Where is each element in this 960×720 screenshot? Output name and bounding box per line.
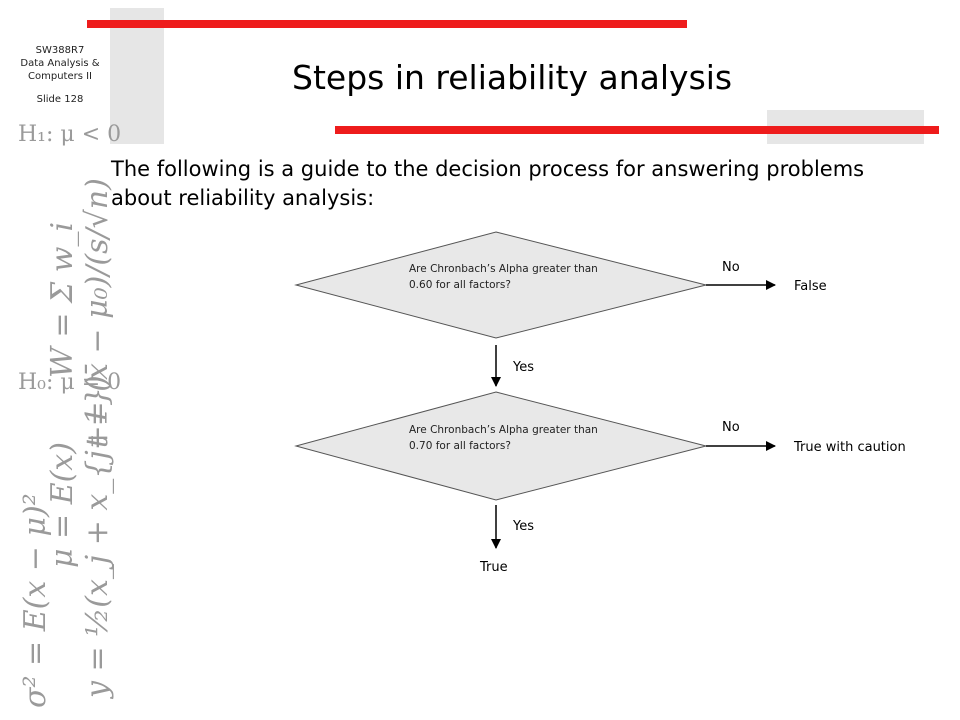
outcome-true-with-caution: True with caution (794, 440, 906, 455)
slide-title: Steps in reliability analysis (292, 58, 733, 97)
course-name-line2: Computers II (28, 71, 92, 82)
outcome-false: False (794, 279, 827, 294)
decorative-red-bar-top (87, 20, 687, 28)
no-label-1: No (722, 260, 740, 275)
decision-2-text: Are Chronbach’s Alpha greater than 0.70 … (409, 424, 598, 452)
course-code: SW388R7 (35, 45, 85, 56)
no-label-2: No (722, 420, 740, 435)
intro-paragraph: The following is a guide to the decision… (111, 157, 865, 210)
formula-watermark: y = ½(x_j + x_{j+1}) σ² = E(x − μ)² μ = … (0, 118, 130, 708)
outcome-true: True (480, 560, 508, 575)
decorative-grey-bar-vertical (110, 8, 164, 144)
yes-label-2: Yes (513, 519, 534, 534)
decorative-red-bar-middle (335, 126, 939, 134)
formula-text: H₁: μ < 0 (18, 122, 122, 147)
course-info: SW388R7 Data Analysis & Computers II Sli… (0, 44, 120, 106)
decision-1-text: Are Chronbach’s Alpha greater than 0.60 … (409, 263, 598, 291)
decision-diamond-1 (294, 231, 707, 339)
decision-diamond-2 (294, 391, 707, 501)
slide-number: Slide 128 (36, 94, 84, 105)
formula-text: H₀: μ = 0 (18, 370, 122, 395)
yes-label-1: Yes (513, 360, 534, 375)
course-name-line1: Data Analysis & (20, 58, 100, 69)
